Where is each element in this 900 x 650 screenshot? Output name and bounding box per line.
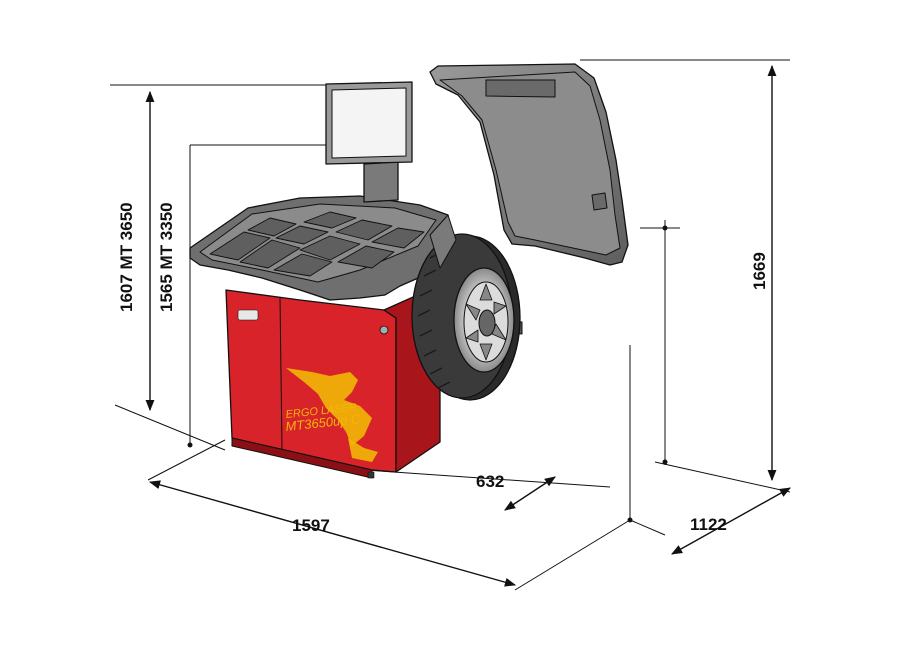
depth-label: 1122 bbox=[690, 515, 727, 534]
height-3350-label: 1565 MT 3350 bbox=[157, 202, 176, 312]
monitor-stand bbox=[363, 161, 399, 203]
wheel-offset-arrow bbox=[504, 476, 556, 511]
monitor-screen bbox=[331, 87, 407, 159]
wheel-balancer-machine bbox=[189, 63, 629, 479]
depth-arrow bbox=[671, 487, 791, 555]
wheel-offset-label: 632 bbox=[476, 472, 504, 491]
height-open-label: 1669 bbox=[750, 252, 769, 290]
wheel bbox=[411, 233, 521, 401]
eagle-emblem bbox=[286, 368, 372, 446]
width-label: 1597 bbox=[292, 516, 330, 535]
logo-badge bbox=[237, 309, 259, 321]
tray-compartments bbox=[209, 211, 425, 277]
width-arrow bbox=[148, 480, 517, 587]
reference-dots bbox=[187, 225, 668, 523]
hood-arm bbox=[429, 214, 457, 269]
height-3650-label: 1607 MT 3650 bbox=[117, 202, 136, 312]
rim-spokes bbox=[465, 283, 507, 361]
extension-lines bbox=[110, 59, 791, 591]
dimension-arrows bbox=[145, 64, 791, 587]
